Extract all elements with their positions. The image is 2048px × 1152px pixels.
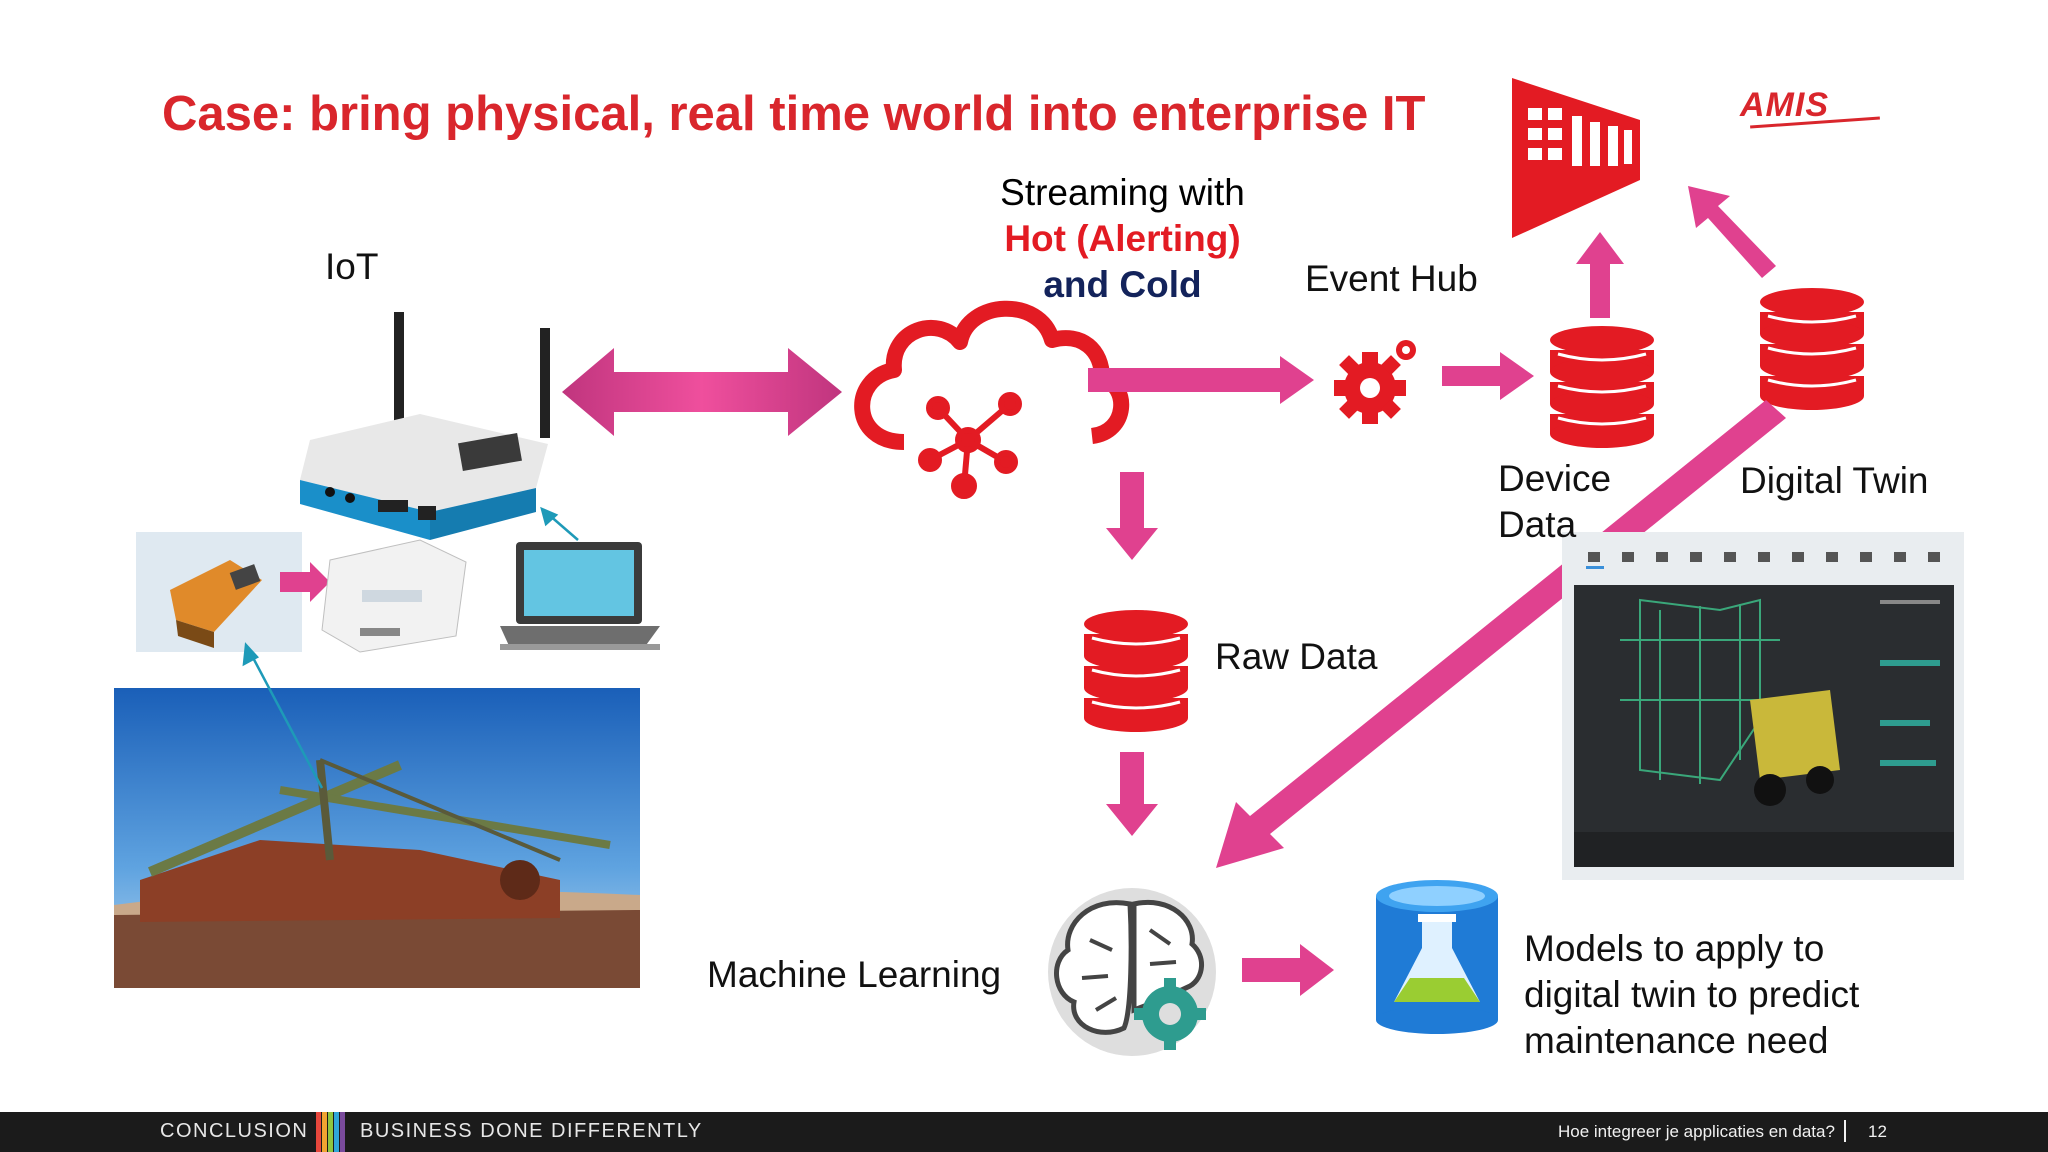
arrow-digital-twin-to-ml — [1216, 400, 1786, 868]
sensor-module-icon — [136, 532, 302, 652]
raw-data-database-icon — [1082, 608, 1190, 734]
models-line2: digital twin to predict — [1524, 974, 1860, 1015]
gateway-box-icon — [321, 539, 467, 653]
footer-divider — [1844, 1120, 1846, 1142]
streaming-label: Streaming with Hot (Alerting) and Cold — [960, 170, 1285, 308]
device-data-label: Device Data — [1498, 456, 1611, 548]
arrow-raw-data-to-ml — [1106, 752, 1158, 836]
slide-title: Case: bring physical, real time world in… — [162, 87, 1426, 141]
arrow-digital-twin-up — [1688, 186, 1776, 278]
arrow-device-data-up — [1576, 232, 1624, 318]
footer-page-number: 12 — [1868, 1122, 1887, 1141]
models-label: Models to apply to digital twin to predi… — [1524, 926, 1859, 1064]
flask-cylinder-icon — [1376, 880, 1498, 1034]
amis-logo: AMIS — [1740, 86, 1890, 146]
streaming-hot: Hot (Alerting) — [1004, 218, 1241, 259]
footer-bar: CONCLUSION BUSINESS DONE DIFFERENTLY Hoe… — [0, 1112, 2048, 1152]
digital-twin-label: Digital Twin — [1740, 460, 1929, 501]
brain-gear-icon — [1048, 888, 1216, 1056]
arrow-eventhub-to-device-data — [1442, 352, 1534, 400]
streaming-cold: and Cold — [1043, 264, 1202, 305]
logo-text: AMIS — [1740, 86, 1829, 124]
footer-brand-right: BUSINESS DONE DIFFERENTLY — [360, 1120, 703, 1142]
footer-color-stripes — [316, 1112, 350, 1152]
gear-icon — [1334, 340, 1416, 424]
cloud-network-nodes — [918, 392, 1022, 499]
double-arrow-iot-cloud — [562, 348, 842, 436]
device-data-line2: Data — [1498, 504, 1577, 545]
event-hub-label: Event Hub — [1305, 258, 1478, 299]
device-data-database-icon — [1548, 324, 1656, 450]
iot-gateway-icon — [300, 312, 550, 540]
callout-arrows — [242, 506, 579, 789]
laptop-icon — [500, 542, 660, 650]
models-line3: maintenance need — [1524, 1020, 1829, 1061]
arrow-ml-to-models — [1242, 944, 1334, 996]
analytics-bars-icon — [1512, 78, 1640, 238]
mining-machine-photo — [114, 688, 640, 988]
footer-brand-left: CONCLUSION — [160, 1120, 309, 1142]
arrow-sensor-to-gateway — [280, 562, 330, 602]
raw-data-label: Raw Data — [1215, 636, 1378, 677]
digital-twin-database-icon — [1758, 286, 1866, 412]
machine-learning-label: Machine Learning — [707, 954, 1002, 995]
digital-twin-screenshot — [1562, 532, 1964, 880]
iot-label: IoT — [325, 246, 379, 287]
models-line1: Models to apply to — [1524, 928, 1825, 969]
device-data-line1: Device — [1498, 458, 1612, 499]
arrow-cloud-to-raw-data — [1106, 472, 1158, 560]
streaming-line1: Streaming with — [1000, 172, 1245, 213]
arrow-cloud-to-eventhub — [1088, 356, 1314, 404]
footer-caption: Hoe integreer je applicaties en data? — [1558, 1122, 1835, 1141]
